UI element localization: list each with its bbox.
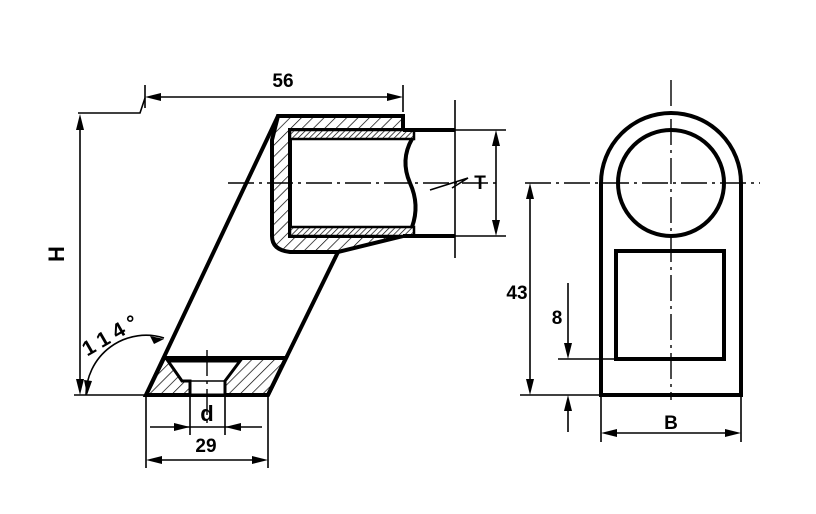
dim-angle-label: 114° — [78, 308, 147, 361]
dim-height: H — [44, 114, 146, 396]
tube-housing — [270, 100, 456, 258]
dim-hole-diameter-label: d — [200, 401, 213, 426]
dim-top-width: 56 — [78, 71, 404, 114]
base-section — [142, 350, 290, 425]
dim-center-height: 43 — [506, 183, 601, 396]
dim-top-width-label: 56 — [272, 71, 293, 92]
dim-tube-thickness: T — [455, 129, 506, 237]
dim-center-height-label: 43 — [506, 283, 527, 304]
front-outline — [599, 111, 743, 397]
dim-front-width: B — [600, 395, 742, 442]
dim-window-offset: 8 — [552, 283, 616, 432]
dim-base-width-label: 29 — [195, 436, 216, 457]
dim-base-width: 29 — [145, 395, 269, 468]
front-view: 43 8 B — [506, 80, 760, 442]
dim-front-width-label: B — [664, 413, 678, 434]
dim-height-label: H — [44, 246, 69, 262]
dim-window-offset-label: 8 — [552, 308, 563, 329]
square-window — [614, 249, 726, 361]
dim-hole-diameter: d — [150, 395, 262, 435]
roughness-mark — [429, 177, 469, 191]
dim-tube-thickness-label: T — [474, 173, 486, 194]
side-view: 56 H 114° d — [44, 71, 506, 468]
tube-wall-top — [288, 128, 416, 141]
tube-wall-bottom — [288, 225, 416, 238]
